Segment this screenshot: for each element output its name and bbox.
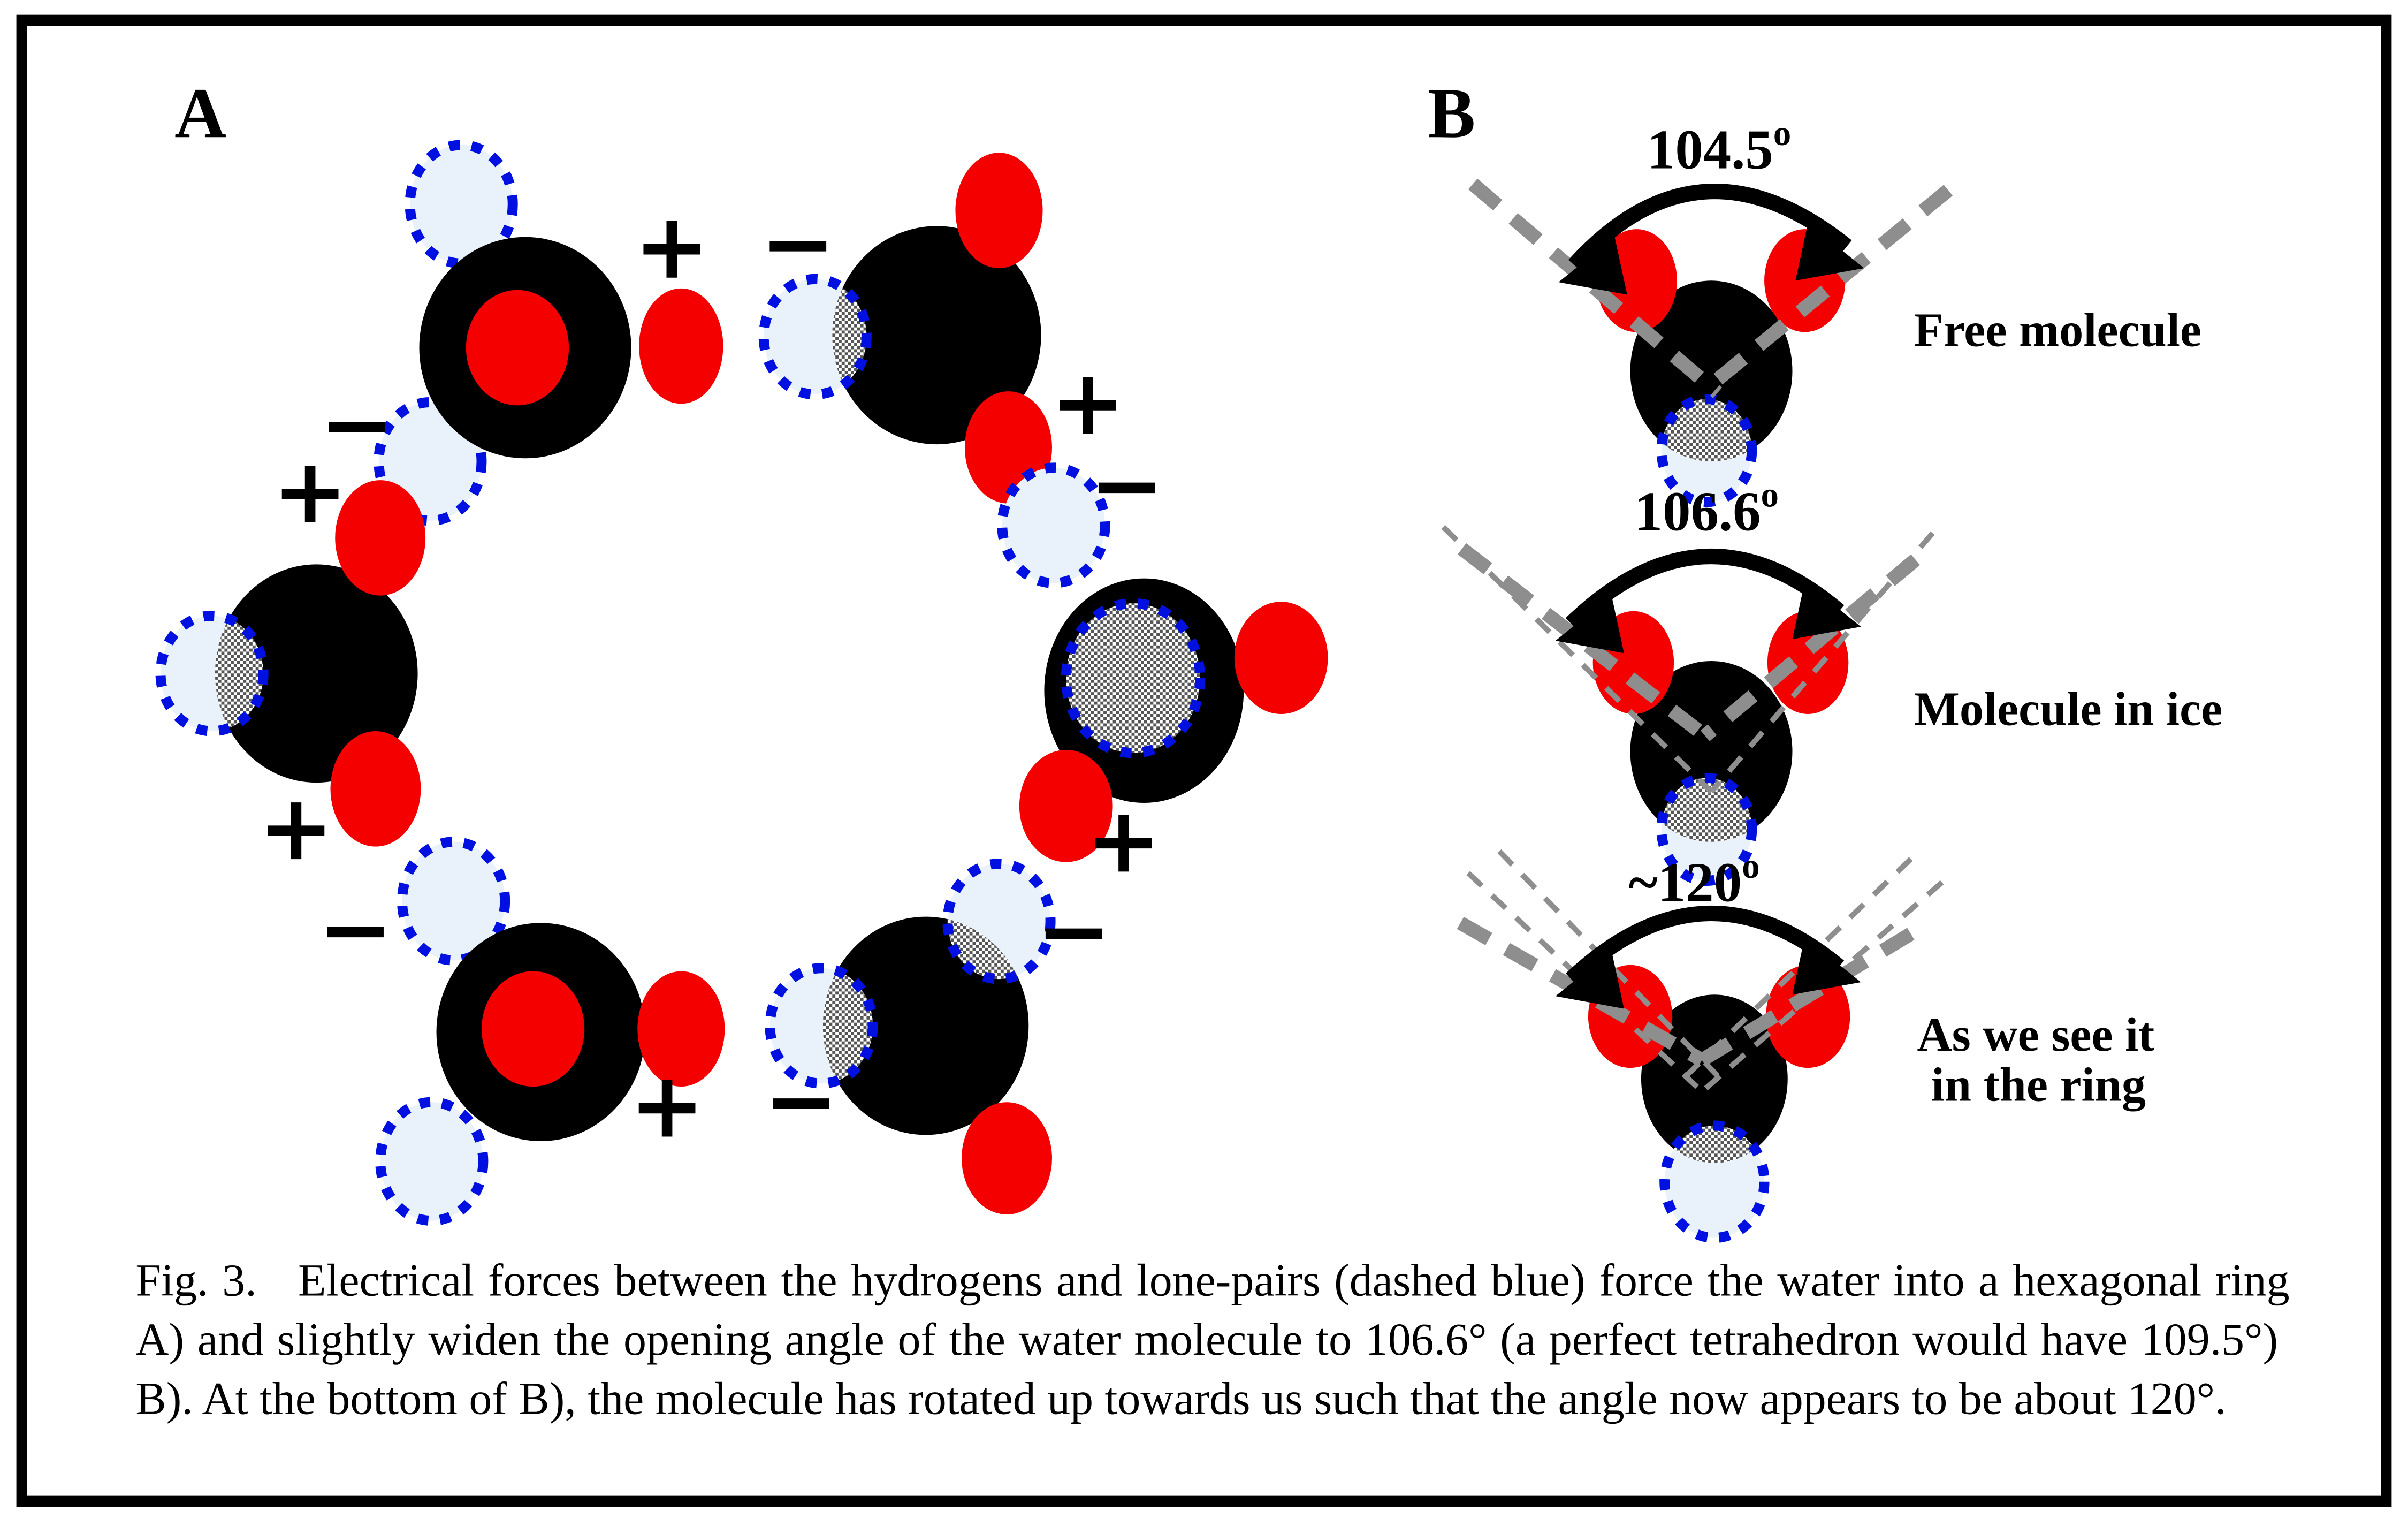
hydrogen-atom — [330, 731, 421, 847]
lone-pair-overlap — [1661, 399, 1752, 462]
lone-pair-outline — [1656, 394, 1757, 507]
diagram-molecule-in-ice: 106.6o Molecule in ice — [1441, 475, 2223, 886]
lone-pair-outline — [375, 1097, 489, 1226]
diagram-free-molecule: 104.5o Free molecule — [1468, 113, 2201, 507]
molecule-label: Molecule in ice — [1914, 682, 2223, 735]
hydrogen-atom — [1234, 602, 1328, 714]
oxygen-atom — [215, 564, 418, 783]
hydrogen-atom-front — [466, 290, 569, 406]
angle-arc — [1568, 184, 1852, 270]
molecule-ring-bottom-right — [765, 859, 1056, 1214]
hydrogen-atom — [639, 288, 723, 404]
lone-pair-outline — [405, 140, 518, 269]
molecule-ring-bottom-left — [375, 837, 725, 1226]
molecule-ring-top-left — [374, 140, 723, 526]
arrowhead — [1555, 951, 1624, 1009]
arrowhead — [1792, 581, 1861, 640]
molecule-label: As we see it — [1917, 1008, 2154, 1061]
minus-sign: − — [1036, 878, 1112, 983]
lone-pair-outline — [765, 963, 878, 1089]
molecule-ring-right — [997, 462, 1328, 862]
oxygen-atom — [832, 226, 1041, 445]
hydrogen-atom — [1019, 749, 1113, 862]
minus-sign: − — [317, 876, 393, 982]
lone-pair — [1002, 467, 1106, 583]
reference-angle-line — [1697, 880, 1944, 1097]
lone-pair — [380, 1102, 483, 1221]
molecule-ring-left — [155, 480, 426, 847]
lone-pair-outline — [374, 397, 487, 526]
bond-axis-line — [1698, 928, 1915, 1066]
arrowhead — [1555, 595, 1624, 654]
bond-axis-line — [1457, 916, 1706, 1066]
lone-pair — [402, 841, 505, 961]
angle-arc — [1565, 905, 1845, 985]
hydrogen-atom-front — [481, 971, 585, 1087]
diagram-as-seen-in-ring: ~120o As we see it in the ring — [1457, 846, 2154, 1243]
plus-sign: + — [272, 438, 348, 544]
plus-sign: + — [258, 775, 334, 880]
hydrogen-atom — [335, 480, 426, 596]
angle-arc — [1565, 548, 1845, 629]
molecule-ring-top-right — [758, 153, 1053, 504]
arrowhead — [1558, 237, 1627, 295]
plus-sign: + — [1086, 787, 1162, 893]
molecule-label: Free molecule — [1914, 303, 2201, 357]
minus-sign: − — [760, 191, 836, 296]
lone-pair-front — [1066, 603, 1200, 753]
arrowhead — [1795, 223, 1864, 281]
figure-caption: Fig. 3. Electrical forces between the hy… — [135, 1256, 2290, 1426]
minus-sign: − — [763, 1048, 839, 1153]
lone-pair-overlap — [832, 279, 867, 394]
plus-sign: + — [634, 194, 710, 299]
hydrogen-atom — [1765, 965, 1850, 1068]
angle-label: 106.6o — [1635, 475, 1779, 543]
lone-pair-overlap — [1661, 778, 1752, 842]
lone-pair-outline — [1656, 772, 1757, 886]
arrowhead — [1792, 937, 1861, 995]
angle-label: ~120o — [1628, 846, 1759, 914]
molecule-label-line2: in the ring — [1931, 1058, 2146, 1111]
lone-pair-outline — [758, 274, 872, 400]
plus-sign: + — [629, 1053, 705, 1158]
plus-sign: + — [1050, 350, 1126, 455]
figure-border — [16, 14, 2392, 1507]
minus-sign: − — [1089, 432, 1165, 537]
lone-pair-overlap — [1664, 1125, 1765, 1163]
hydrogen-atom — [637, 971, 725, 1087]
charge-signs: + − + − + − − + − + + − — [258, 191, 1165, 1158]
panel-a-label: A — [174, 73, 226, 153]
minus-sign: − — [319, 371, 395, 477]
lone-pair-outline — [397, 837, 510, 966]
hydrogen-atom — [962, 1102, 1053, 1214]
lone-pair-overlap — [215, 616, 264, 732]
lone-pair-outline — [942, 859, 1056, 984]
bond-axis-line — [1700, 554, 1920, 741]
lone-pair-outline — [997, 462, 1110, 588]
panel-b-label: B — [1428, 73, 1475, 153]
lone-pair-overlap — [822, 968, 873, 1084]
lone-pair-outline — [155, 611, 269, 737]
reference-angle-line — [1466, 871, 1707, 1097]
lone-pair — [410, 145, 513, 264]
reference-angle-line — [1709, 531, 1935, 794]
angle-label: 104.5o — [1647, 113, 1791, 181]
hydrogen-atom — [955, 153, 1043, 268]
